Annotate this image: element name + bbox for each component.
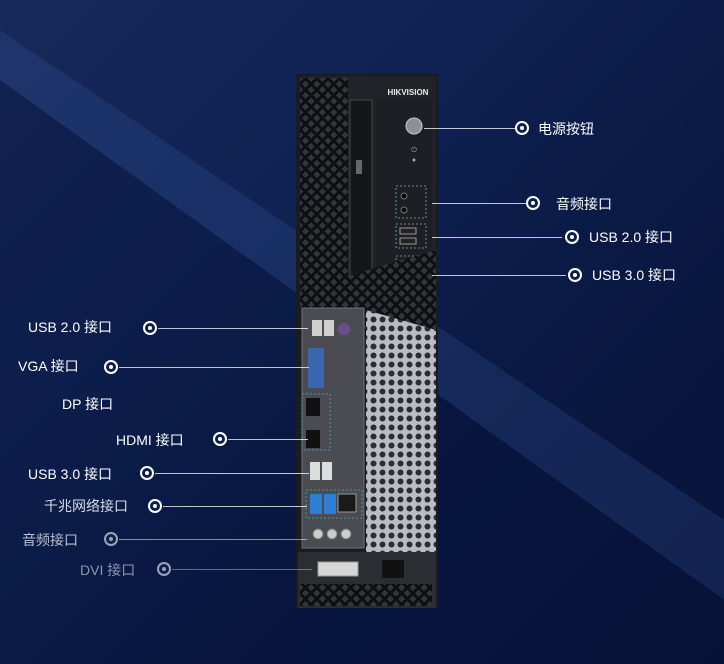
callout-dot-icon: [568, 268, 582, 282]
callout-dot-icon: [213, 432, 227, 446]
callout-dot-icon: [104, 532, 118, 546]
callout-dot-icon: [157, 562, 171, 576]
label-gigabit-lan: 千兆网络接口: [44, 498, 128, 514]
label-hdmi: HDMI 接口: [116, 432, 184, 448]
label-dvi: DVI 接口: [80, 562, 136, 578]
label-front-usb3: USB 3.0 接口: [592, 267, 677, 283]
power-button-graphic: [405, 117, 423, 135]
callout-line-hdmi: [228, 439, 308, 440]
callout-dot-icon: [565, 230, 579, 244]
callout-line-vga: [119, 367, 309, 368]
callout-dot-icon: [140, 466, 154, 480]
callout-line-power: [424, 128, 520, 129]
callout-line-front-audio: [432, 203, 528, 204]
callout-line-front-usb3: [432, 275, 566, 276]
callout-line-rear-audio: [119, 539, 307, 540]
dvi-port-graphic: [317, 561, 359, 577]
front-mesh-left: [300, 78, 348, 288]
label-dp: DP 接口: [62, 396, 114, 412]
callout-line-rear-usb3: [155, 473, 309, 474]
callout-dot-icon: [104, 360, 118, 374]
callout-dot-icon: [148, 499, 162, 513]
brand-logo: HIKVISION: [388, 88, 429, 97]
label-front-audio: 音频接口: [556, 196, 612, 212]
label-rear-audio: 音频接口: [22, 532, 78, 548]
side-vent-panel: [366, 310, 436, 560]
power-icon: ⏻: [411, 146, 417, 154]
callout-line-front-usb2: [432, 237, 562, 238]
label-vga: VGA 接口: [18, 358, 79, 374]
callout-dot-icon: [143, 321, 157, 335]
optical-drive-bay: [349, 99, 373, 281]
callout-line-lan: [163, 506, 307, 507]
label-front-usb2: USB 2.0 接口: [589, 229, 674, 245]
callout-line-dvi: [172, 569, 312, 570]
callout-dot-icon: [526, 196, 540, 210]
label-power-button: 电源按钮: [538, 121, 594, 137]
callout-line-rear-usb2: [158, 328, 308, 329]
label-rear-usb3: USB 3.0 接口: [28, 466, 113, 482]
callout-dot-icon: [515, 121, 529, 135]
label-rear-usb2: USB 2.0 接口: [28, 319, 113, 335]
